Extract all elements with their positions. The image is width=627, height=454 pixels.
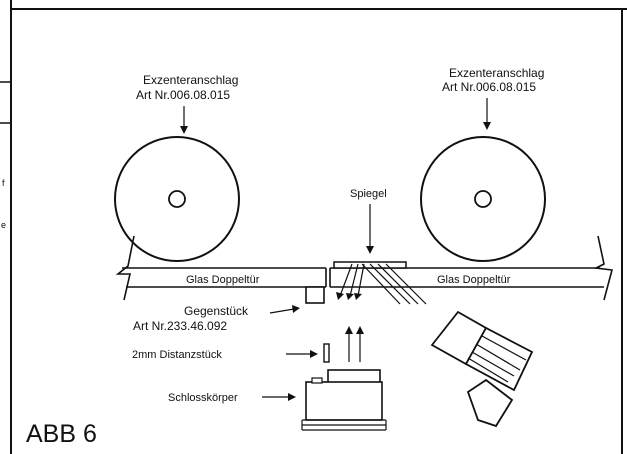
spacer-piece [323, 343, 330, 363]
right-eccentric-title: Exzenteranschlag [449, 66, 544, 80]
left-eccentric-arrow [180, 106, 188, 134]
mirror-strip [333, 261, 407, 269]
lock-body [301, 369, 387, 431]
mirror-label: Spiegel [350, 188, 387, 200]
mirror-arrow [366, 204, 374, 254]
right-eccentric-article: Art Nr.006.08.015 [442, 80, 536, 94]
right-eccentric-arrow [483, 98, 491, 130]
spacer-label: 2mm Distanzstück [132, 349, 222, 361]
margin-text-top: f [2, 178, 5, 188]
lock-body-arrow [262, 393, 296, 401]
counterpart-title: Gegenstück [184, 304, 249, 318]
light-beams [336, 263, 427, 305]
left-eccentric-title: Exzenteranschlag [143, 73, 238, 87]
left-glass-door [115, 235, 327, 301]
right-eccentric-disc [420, 136, 546, 262]
lock-body-label: Schlosskörper [168, 392, 238, 404]
counterpart-arrow [269, 305, 300, 314]
upward-arrows [345, 326, 364, 362]
figure-label: ABB 6 [26, 420, 97, 448]
tool-sketch [430, 310, 534, 428]
margin-text-bottom: e [1, 220, 6, 230]
spacer-arrow [286, 350, 318, 358]
right-door-label: Glas Doppeltür [437, 274, 511, 286]
counterpart-block [305, 286, 325, 304]
left-eccentric-article: Art Nr.006.08.015 [136, 88, 230, 102]
counterpart-article: Art Nr.233.46.092 [133, 319, 227, 333]
left-door-label: Glas Doppeltür [186, 274, 260, 286]
left-eccentric-disc [114, 136, 240, 262]
